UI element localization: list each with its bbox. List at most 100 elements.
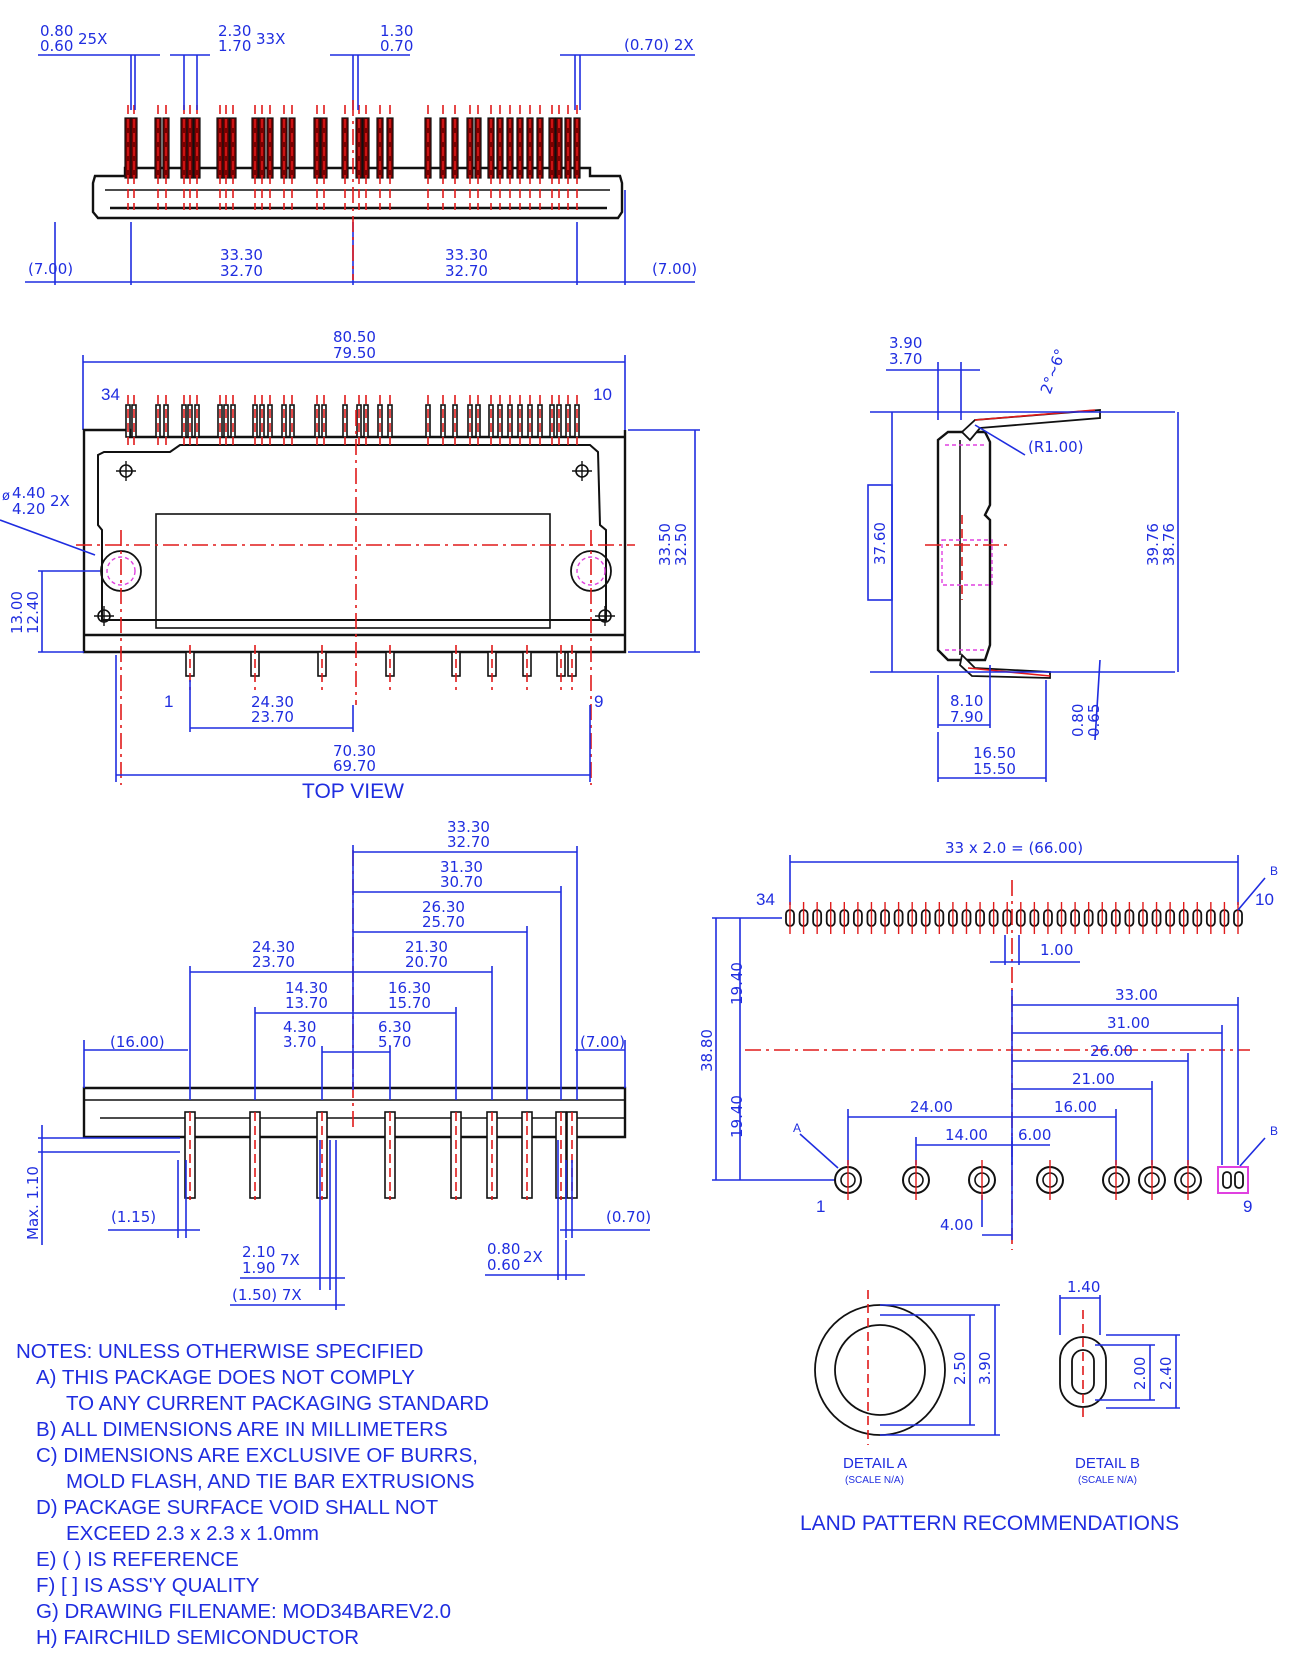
note-d1: D) PACKAGE SURFACE VOID SHALL NOT: [36, 1496, 439, 1519]
land-pin-1: 1: [816, 1197, 825, 1216]
half-left-max: 33.30: [220, 246, 263, 264]
land-dim-right-label: 31.00: [1107, 1014, 1150, 1032]
pin-hole-tl: [116, 461, 136, 481]
ladder-min: 32.70: [447, 833, 490, 851]
total-height-max: 39.76: [1144, 523, 1162, 566]
bottom-pad-row: [834, 1160, 1249, 1200]
top-view-title: TOP VIEW: [302, 780, 404, 803]
note-b: B) ALL DIMENSIONS ARE IN MILLIMETERS: [36, 1418, 448, 1441]
hole-height-max: 13.00: [8, 591, 26, 634]
pin-label-34: 34: [101, 385, 120, 404]
ladder-max: 24.30: [252, 938, 295, 956]
radius: (R1.00): [1028, 438, 1084, 456]
left-ref: (16.00): [110, 1033, 165, 1051]
land-label-b-bottom: B: [1270, 1124, 1278, 1138]
ladder-max: 6.30: [378, 1018, 411, 1036]
pin-w-count: 7X: [280, 1251, 300, 1269]
lead-t-max: 0.80: [1069, 704, 1087, 737]
pin-w2-count: 2X: [523, 1248, 543, 1266]
leader: [1094, 659, 1101, 741]
leader: [1237, 877, 1266, 911]
land-dim-right-label: 21.00: [1072, 1070, 1115, 1088]
pin-w2-min: 0.60: [487, 1256, 520, 1274]
ladder-max: 31.30: [440, 858, 483, 876]
ladder-max: 21.30: [405, 938, 448, 956]
detail-b-scale: (SCALE N/A): [1078, 1475, 1137, 1486]
front-view: 0.80 0.60 25X 2.30 1.70 33X 1.30 0.70 (0…: [25, 22, 697, 285]
pin-span-b-min: 69.70: [333, 757, 376, 775]
pin-hole-tr: [572, 461, 592, 481]
ladder-max: 14.30: [285, 979, 328, 997]
lead-ref: (1.15): [111, 1208, 156, 1226]
detail-a: 2.50 3.90 DETAIL A (SCALE N/A): [814, 1290, 1000, 1486]
note-g: G) DRAWING FILENAME: MOD34BAREV2.0: [36, 1600, 451, 1623]
land-pattern: 33 x 2.0 = (66.00) 34 10 B 1.00 19.40 19…: [698, 839, 1278, 1250]
lead-thick-min: 3.70: [889, 350, 922, 368]
lead-view-leads: [184, 1111, 578, 1200]
pin-label-10: 10: [593, 385, 612, 404]
pin-w2-max: 0.80: [487, 1240, 520, 1258]
hole-dia-max: 4.40: [12, 484, 45, 502]
left-offset: (7.00): [28, 260, 73, 278]
land-dim-left-label: 6.00: [1018, 1126, 1051, 1144]
lead-view-body: [82, 1086, 627, 1139]
pin-gap-min: 0.70: [380, 37, 413, 55]
top-bottom-leads: [185, 645, 577, 690]
ladder-min: 23.70: [252, 953, 295, 971]
lead-view-dims: 33.3032.7031.3030.7026.3025.7021.3020.70…: [189, 818, 578, 1100]
pin-hole-bl: [94, 606, 114, 626]
body-height-max: 33.50: [656, 523, 674, 566]
land-label-b-top: B: [1270, 864, 1278, 878]
top-leads: [125, 395, 580, 445]
detail-b-outer-dim: 2.40: [1157, 1357, 1175, 1390]
ladder-min: 20.70: [405, 953, 448, 971]
side-lead-top: [960, 409, 1101, 442]
land-dim-right-label: 26.00: [1090, 1042, 1133, 1060]
half-left-min: 32.70: [220, 262, 263, 280]
end-ref: (0.70): [606, 1208, 651, 1226]
half-right-max: 33.30: [445, 246, 488, 264]
note-e: E) ( ) IS REFERENCE: [36, 1548, 239, 1571]
max-height: Max. 1.10: [24, 1166, 42, 1240]
right-ref: (7.00): [580, 1033, 625, 1051]
note-h: H) FAIRCHILD SEMICONDUCTOR: [36, 1626, 359, 1649]
pin-span-b-max: 70.30: [333, 742, 376, 760]
hole-left-inner: [106, 556, 136, 586]
detail-b-w: 1.40: [1067, 1278, 1100, 1296]
body-height-min: 32.50: [672, 523, 690, 566]
pin-span-a-max: 24.30: [251, 693, 294, 711]
detail-a-outer-dim: 3.90: [976, 1352, 994, 1385]
pin-width-min: 0.60: [40, 37, 73, 55]
pin-label-1: 1: [164, 692, 173, 711]
oval-pad: [1234, 1171, 1244, 1189]
side-body-height: 37.60: [871, 522, 889, 565]
note-d2: EXCEED 2.3 x 2.3 x 1.0mm: [66, 1522, 319, 1545]
notes: NOTES: UNLESS OTHERWISE SPECIFIED A) THI…: [16, 1340, 489, 1649]
side-mag-lines: [945, 444, 985, 651]
pin-w-min: 1.90: [242, 1259, 275, 1277]
land-dim-right-label: 33.00: [1115, 986, 1158, 1004]
land-pattern-title: LAND PATTERN RECOMMENDATIONS: [800, 1512, 1179, 1535]
pin-width-max: 0.80: [40, 22, 73, 40]
land-pin-34: 34: [756, 890, 775, 909]
overall-width-max: 80.50: [333, 328, 376, 346]
pad-b-highlight: [1217, 1166, 1249, 1194]
pitch-label: 33 x 2.0 = (66.00): [945, 839, 1083, 857]
notes-heading: NOTES: UNLESS OTHERWISE SPECIFIED: [16, 1340, 423, 1363]
ladder-min: 5.70: [378, 1033, 411, 1051]
total-height-min: 38.76: [1160, 523, 1178, 566]
pin-pitch-max: 2.30: [218, 22, 251, 40]
ladder-max: 16.30: [388, 979, 431, 997]
ladder-max: 26.30: [422, 898, 465, 916]
land-label-a: A: [793, 1121, 801, 1135]
land-dim-right-label: 16.00: [1054, 1098, 1097, 1116]
ladder-min: 25.70: [422, 913, 465, 931]
lead-span-max: 16.50: [973, 744, 1016, 762]
top-pad-row: [785, 902, 1243, 934]
ladder-min: 30.70: [440, 873, 483, 891]
ladder-min: 3.70: [283, 1033, 316, 1051]
right-offset: (7.00): [652, 260, 697, 278]
note-c1: C) DIMENSIONS ARE EXCLUSIVE OF BURRS,: [36, 1444, 478, 1467]
lead-t-min: 0.65: [1085, 704, 1103, 737]
